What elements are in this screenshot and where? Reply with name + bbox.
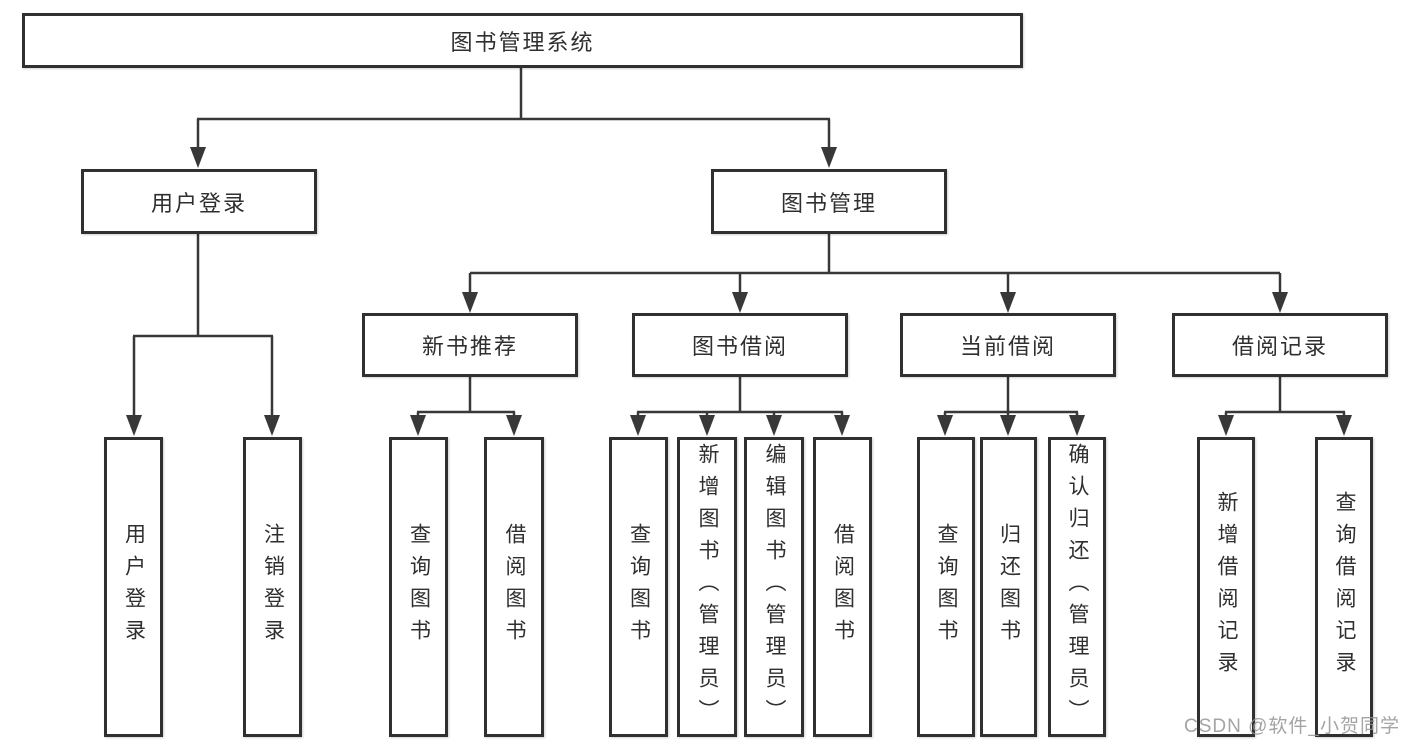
arrowhead-add-borrow-record bbox=[1218, 415, 1234, 436]
node-book-management-system: 图书管理系统 bbox=[22, 13, 1023, 68]
arrowhead-query-book-1 bbox=[410, 415, 426, 436]
leaf-edit-books-admin: 编辑图书（管理员） bbox=[744, 437, 804, 737]
arrowhead-confirm-return bbox=[1069, 415, 1085, 436]
arrowhead-edit-book bbox=[766, 415, 782, 436]
node-new-book-recommendation: 新书推荐 bbox=[362, 313, 578, 377]
leaf-logout: 注销登录 bbox=[243, 437, 302, 737]
arrowhead-query-book-2 bbox=[630, 415, 646, 436]
arrowhead-book-borrow bbox=[732, 292, 748, 313]
leaf-confirm-return-admin: 确认归还（管理员） bbox=[1048, 437, 1106, 737]
arrowhead-user-login bbox=[190, 147, 206, 168]
arrowhead-leaf-logout bbox=[264, 415, 280, 436]
arrowhead-query-borrow-record bbox=[1336, 415, 1352, 436]
leaf-add-borrow-record: 新增借阅记录 bbox=[1197, 437, 1255, 737]
leaf-borrow-books-1: 借阅图书 bbox=[484, 437, 544, 737]
leaf-query-books-3: 查询图书 bbox=[917, 437, 975, 737]
node-user-login: 用户登录 bbox=[81, 169, 317, 234]
arrowhead-add-book bbox=[699, 415, 715, 436]
arrowhead-borrow-book-1 bbox=[506, 415, 522, 436]
arrowhead-leaf-user-login bbox=[126, 415, 142, 436]
arrowhead-book-mgmt bbox=[821, 147, 837, 168]
node-book-management: 图书管理 bbox=[711, 169, 947, 234]
leaf-query-books-1: 查询图书 bbox=[389, 437, 448, 737]
leaf-borrow-books-2: 借阅图书 bbox=[813, 437, 872, 737]
arrowhead-borrow-record bbox=[1272, 292, 1288, 313]
watermark-text: CSDN @软件_小贺同学 bbox=[1184, 716, 1400, 737]
node-book-borrowing: 图书借阅 bbox=[632, 313, 848, 377]
arrowhead-new-book-rec bbox=[462, 292, 478, 313]
node-current-borrowing: 当前借阅 bbox=[900, 313, 1116, 377]
leaf-query-borrow-record: 查询借阅记录 bbox=[1315, 437, 1373, 737]
leaf-add-books-admin: 新增图书（管理员） bbox=[677, 437, 737, 737]
arrowhead-query-book-3 bbox=[937, 415, 953, 436]
arrowhead-borrow-book-2 bbox=[834, 415, 850, 436]
leaf-user-login: 用户登录 bbox=[104, 437, 163, 737]
leaf-return-books: 归还图书 bbox=[980, 437, 1037, 737]
arrowhead-return-book bbox=[1000, 415, 1016, 436]
leaf-query-books-2: 查询图书 bbox=[609, 437, 668, 737]
arrowhead-current-borrow bbox=[1000, 292, 1016, 313]
node-borrowing-records: 借阅记录 bbox=[1172, 313, 1388, 377]
